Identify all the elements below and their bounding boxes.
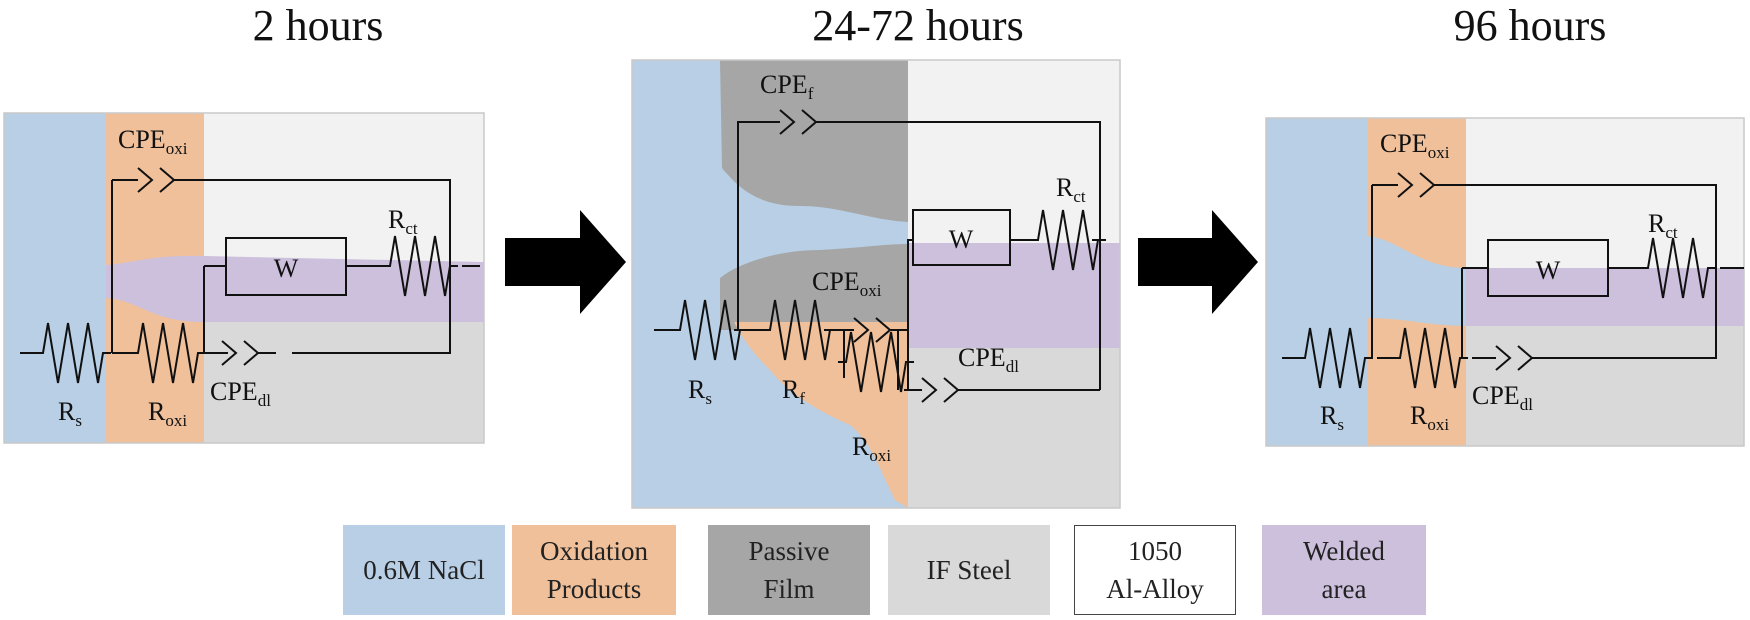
warburg-label: W bbox=[274, 254, 299, 283]
welded-region bbox=[106, 255, 484, 322]
label-rs: Rs bbox=[1320, 401, 1344, 434]
legend-label: Al-Alloy bbox=[1106, 574, 1204, 604]
label-cpe-f: CPEf bbox=[760, 70, 814, 103]
panel-frame bbox=[3, 112, 485, 444]
label-roxi: Roxi bbox=[1410, 401, 1449, 434]
label-cpe-dl: CPEdl bbox=[210, 377, 271, 410]
label-rct: Rct bbox=[1056, 173, 1086, 206]
legend-label: Oxidation bbox=[540, 536, 648, 566]
legend-welded-area: Welded area bbox=[1262, 525, 1426, 615]
legend-label: Welded bbox=[1303, 536, 1385, 566]
panel-frame bbox=[1265, 117, 1745, 447]
passive-film-bottom bbox=[720, 244, 908, 330]
label-cpe-oxi: CPEoxi bbox=[812, 267, 882, 300]
warburg-element bbox=[225, 237, 347, 296]
label-cpe-oxi: CPEoxi bbox=[118, 125, 188, 158]
label-roxi: Roxi bbox=[148, 397, 187, 430]
passive-film-top bbox=[720, 60, 908, 222]
panel-96-hours: W Rs Roxi CPEdl CPEoxi Rct bbox=[1265, 117, 1745, 447]
legend-label: area bbox=[1321, 574, 1367, 604]
welded-region bbox=[908, 243, 1120, 348]
arrow-right-icon bbox=[1138, 210, 1258, 314]
warburg-label: W bbox=[1536, 256, 1561, 285]
label-cpe-dl: CPEdl bbox=[958, 343, 1019, 376]
label-roxi: Roxi bbox=[852, 432, 891, 465]
legend-label: Film bbox=[763, 574, 815, 604]
title-2-hours: 2 hours bbox=[253, 1, 384, 50]
panel-frame bbox=[631, 59, 1121, 509]
legend-label: Passive bbox=[748, 536, 830, 566]
nacl-region bbox=[1266, 118, 1368, 446]
arrow-right-icon bbox=[505, 210, 626, 314]
legend-label: Products bbox=[546, 574, 642, 604]
warburg-element bbox=[912, 209, 1011, 266]
legend-nacl: 0.6M NaCl bbox=[343, 525, 505, 615]
label-cpe-dl: CPEdl bbox=[1472, 381, 1533, 414]
label-rs: Rs bbox=[688, 375, 712, 408]
label-rct: Rct bbox=[388, 205, 418, 238]
legend-if-steel: IF Steel bbox=[888, 525, 1050, 615]
warburg-element bbox=[1487, 239, 1609, 297]
legend-label: 0.6M NaCl bbox=[363, 555, 485, 585]
panel-24-72-hours: W Rs Rf Roxi CPEoxi CPEdl CPEf Rct bbox=[631, 59, 1121, 509]
warburg-label: W bbox=[949, 225, 974, 254]
panel-2-hours: W Rs Roxi CPEdl CPEoxi Rct bbox=[3, 112, 485, 444]
label-rct: Rct bbox=[1648, 209, 1678, 242]
steel-region bbox=[204, 321, 484, 443]
label-cpe-oxi: CPEoxi bbox=[1380, 129, 1450, 162]
nacl-region bbox=[4, 113, 106, 443]
legend-label: 1050 bbox=[1128, 536, 1182, 566]
label-rs: Rs bbox=[58, 397, 82, 430]
title-96-hours: 96 hours bbox=[1454, 1, 1607, 50]
title-24-72-hours: 24-72 hours bbox=[812, 1, 1023, 50]
steel-region bbox=[908, 348, 1120, 508]
legend-label: IF Steel bbox=[926, 555, 1012, 585]
label-rf: Rf bbox=[782, 375, 805, 408]
steel-region bbox=[1466, 326, 1744, 446]
